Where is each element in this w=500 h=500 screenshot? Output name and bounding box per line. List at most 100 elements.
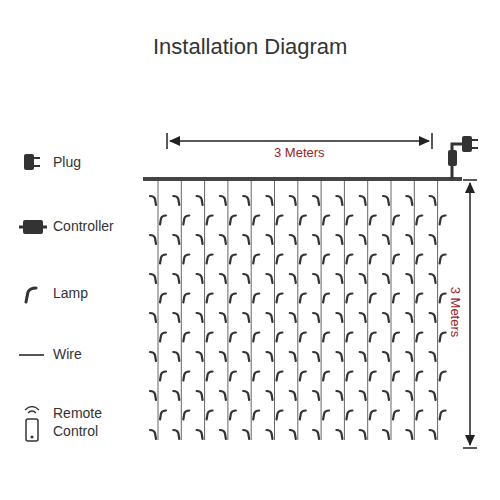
lamp <box>393 294 399 303</box>
lamp <box>173 313 179 322</box>
strand-wire <box>251 180 252 440</box>
lamp <box>267 274 273 283</box>
lamp <box>323 294 329 303</box>
lamp <box>277 372 283 381</box>
lamp <box>197 274 203 283</box>
lamp <box>416 255 422 264</box>
remote-symbol <box>26 419 38 441</box>
lamp <box>440 333 446 342</box>
lamp <box>360 430 366 439</box>
lamp <box>406 235 412 244</box>
lamp <box>160 411 166 420</box>
lamp <box>243 313 249 322</box>
lamp <box>267 313 273 322</box>
lamp <box>406 352 412 361</box>
lamp <box>346 294 352 303</box>
lamp <box>336 352 342 361</box>
lamp <box>197 313 203 322</box>
lamp <box>313 430 319 439</box>
lamp <box>160 216 166 225</box>
lamp <box>370 294 376 303</box>
lamp <box>430 391 436 400</box>
strand-wire <box>391 180 392 440</box>
lamp <box>207 411 213 420</box>
controller-icon <box>448 150 457 166</box>
lamp <box>253 333 259 342</box>
lamp <box>253 411 259 420</box>
lamp <box>360 235 366 244</box>
strand-wire <box>274 180 275 440</box>
lamp <box>207 255 213 264</box>
lamp <box>393 333 399 342</box>
lamp <box>277 411 283 420</box>
strand-wire <box>204 180 205 440</box>
lamp <box>173 274 179 283</box>
lamp <box>290 313 296 322</box>
lamp <box>267 196 273 205</box>
legend-text: Plug <box>53 153 81 171</box>
lamp <box>183 411 189 420</box>
legend-icons <box>19 154 47 441</box>
plug-symbol <box>34 157 40 159</box>
lamp <box>207 333 213 342</box>
lamp <box>173 235 179 244</box>
lamp <box>336 391 342 400</box>
lamp <box>160 333 166 342</box>
lamp <box>323 333 329 342</box>
lamp-symbol <box>26 288 36 302</box>
lamp <box>300 294 306 303</box>
lamp <box>220 196 226 205</box>
plug-icon <box>462 136 472 152</box>
lamp <box>230 333 236 342</box>
lamp <box>336 313 342 322</box>
lamp <box>383 313 389 322</box>
lamp <box>313 313 319 322</box>
lamp <box>313 391 319 400</box>
lamp <box>370 333 376 342</box>
lamp <box>290 391 296 400</box>
lamp <box>440 411 446 420</box>
strand-wire <box>181 180 182 440</box>
lamp <box>150 313 156 322</box>
strand-wire <box>321 180 322 440</box>
lamp <box>160 372 166 381</box>
lamp <box>406 274 412 283</box>
lamp <box>253 255 259 264</box>
lamp <box>360 274 366 283</box>
lamp <box>323 255 329 264</box>
lamp <box>150 274 156 283</box>
lamp <box>313 235 319 244</box>
lamp <box>383 196 389 205</box>
strand-wire <box>414 180 415 440</box>
lamp <box>313 196 319 205</box>
lamp <box>220 430 226 439</box>
controller-symbol <box>23 220 43 234</box>
strand-wire <box>227 180 228 440</box>
lamp <box>243 274 249 283</box>
lamp <box>243 196 249 205</box>
lamp <box>336 235 342 244</box>
lamp <box>207 294 213 303</box>
lamp <box>220 274 226 283</box>
lamp <box>383 274 389 283</box>
lamp <box>440 255 446 264</box>
lamp <box>267 352 273 361</box>
lamp <box>383 352 389 361</box>
legend-text: Remote Control <box>53 404 115 440</box>
strand-wire <box>344 180 345 440</box>
lamp <box>406 313 412 322</box>
lamp <box>393 216 399 225</box>
lamp <box>277 216 283 225</box>
lamp <box>370 411 376 420</box>
plug-pin <box>472 139 478 141</box>
lamp <box>300 411 306 420</box>
lamp <box>290 274 296 283</box>
lamp <box>277 333 283 342</box>
lamp <box>383 391 389 400</box>
lamp <box>150 235 156 244</box>
lamp <box>253 294 259 303</box>
dimension-label: 3 Meters <box>448 285 463 340</box>
lamp <box>197 352 203 361</box>
lamp <box>150 352 156 361</box>
legend-text: Wire <box>53 345 82 363</box>
